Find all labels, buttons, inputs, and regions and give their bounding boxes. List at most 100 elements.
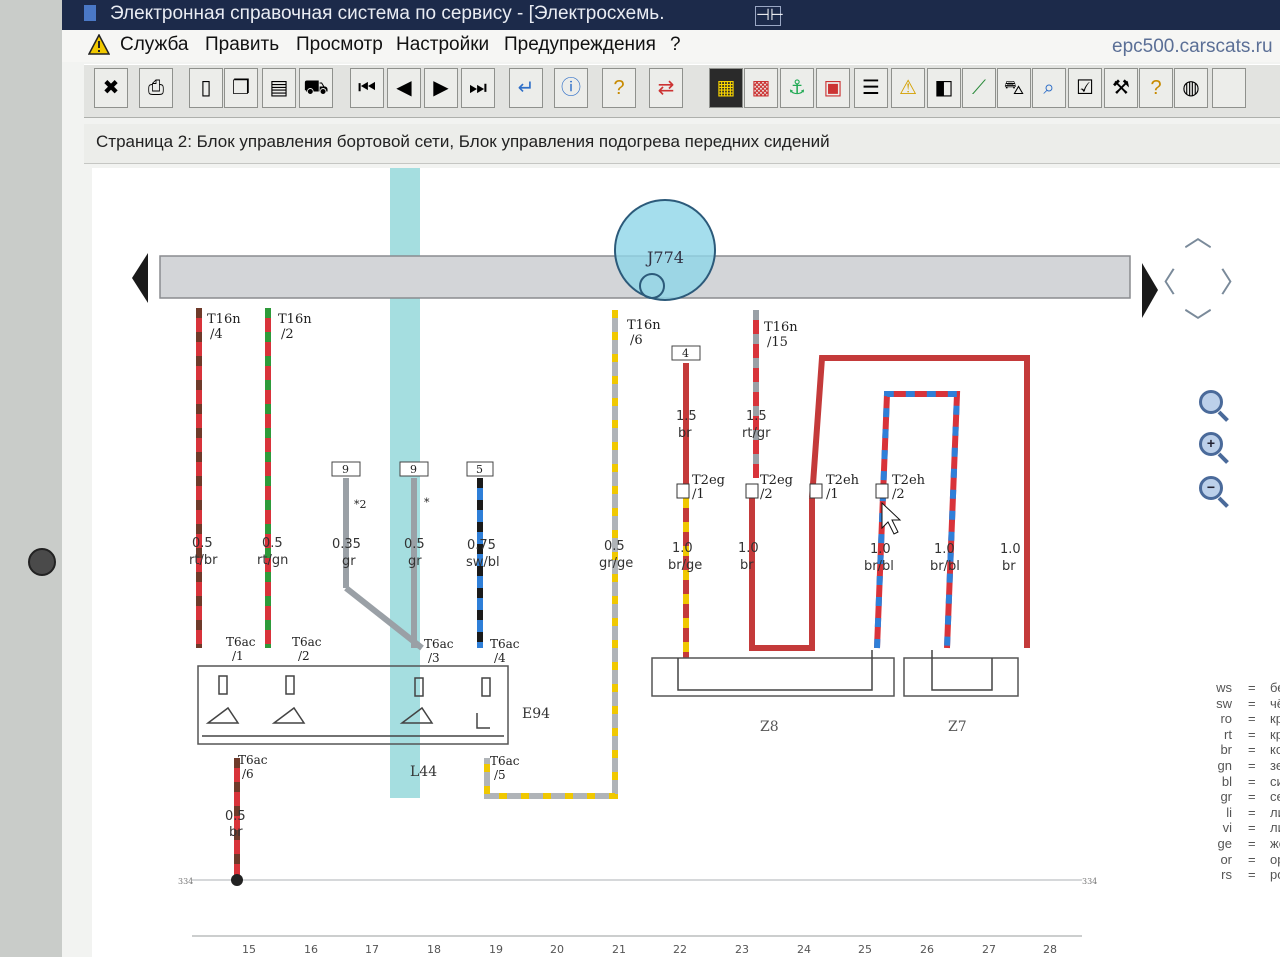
connector-t6ac: T6ac bbox=[490, 637, 520, 651]
track-number: 17 bbox=[365, 943, 379, 956]
swap-icon[interactable]: ⇄ bbox=[649, 68, 683, 108]
scroll-up-icon[interactable]: ︿ bbox=[1183, 221, 1212, 252]
legend-code: br bbox=[1220, 742, 1232, 758]
warning-icon[interactable]: ⚠ bbox=[891, 68, 925, 108]
tools-icon[interactable]: ⚒ bbox=[1104, 68, 1138, 108]
heater-z7-box bbox=[903, 657, 1019, 697]
wire-size-label: 1.5 bbox=[676, 409, 697, 424]
checklist-icon[interactable]: ☑ bbox=[1068, 68, 1102, 108]
heater-z8-box bbox=[651, 657, 895, 697]
vehicle-icon[interactable]: ⛍ bbox=[997, 68, 1031, 108]
warning-triangle-icon bbox=[88, 34, 110, 55]
wire-color-label: br bbox=[229, 825, 243, 840]
ground-icon[interactable]: ⚓ bbox=[780, 68, 814, 108]
wire-color-label: sw/bl bbox=[466, 555, 500, 570]
connector-pin bbox=[676, 483, 690, 499]
terminal-box-number: 4 bbox=[682, 347, 689, 360]
connector-t6ac-bottom-pin: /5 bbox=[494, 768, 506, 782]
fuse-icon[interactable]: ▦ bbox=[709, 68, 743, 108]
legend-equals: = bbox=[1248, 726, 1256, 742]
blank-icon[interactable] bbox=[1212, 68, 1246, 108]
wire-icon[interactable]: ⟋ bbox=[962, 68, 996, 108]
connector-t6ac-pin: /4 bbox=[494, 651, 506, 665]
last-page-icon[interactable]: ⏭ bbox=[461, 68, 495, 108]
scroll-down-icon[interactable]: ﹀ bbox=[1183, 307, 1212, 338]
module-symbol-icon bbox=[639, 273, 665, 299]
terminal-box bbox=[671, 345, 701, 361]
globe-icon[interactable]: ◍ bbox=[1174, 68, 1208, 108]
relay-icon[interactable]: ▩ bbox=[744, 68, 778, 108]
wire-color-label: br bbox=[678, 426, 692, 441]
scroll-left-icon[interactable]: 〈 bbox=[1147, 267, 1176, 298]
component-e94: E94 bbox=[522, 706, 550, 722]
monitor-bezel bbox=[0, 0, 64, 957]
legend-code: or bbox=[1220, 851, 1232, 867]
info-icon[interactable]: ⓘ bbox=[554, 68, 588, 108]
legend-code: ge bbox=[1217, 836, 1232, 851]
documents-icon[interactable]: ❐ bbox=[224, 68, 258, 108]
track-number: 22 bbox=[673, 943, 687, 956]
prev-page-icon[interactable]: ◀ bbox=[387, 68, 421, 108]
menu-warnings[interactable]: Предупреждения bbox=[504, 34, 656, 55]
component-icon[interactable]: ◧ bbox=[927, 68, 961, 108]
connector-t16n-6-pin: /6 bbox=[630, 333, 643, 348]
menu-service[interactable]: Служба bbox=[120, 34, 189, 55]
wire-color-label: rt/br bbox=[189, 553, 218, 568]
clipboard-icon[interactable]: ▤ bbox=[262, 68, 296, 108]
ground-label-right: 334 bbox=[1082, 877, 1097, 886]
question-icon[interactable]: ? bbox=[1139, 68, 1173, 108]
connector-t16n-15: T16n bbox=[764, 320, 798, 335]
connector-t2eg-1: T2eg bbox=[692, 473, 725, 488]
wire-size-label: 0.5 bbox=[192, 536, 213, 551]
legend-code: gr bbox=[1220, 789, 1232, 805]
prev-diagram-arrow[interactable] bbox=[132, 253, 148, 303]
menu-edit[interactable]: Править bbox=[205, 34, 280, 55]
page-title: Страница 2: Блок управления бортовой сет… bbox=[84, 124, 1280, 164]
first-page-icon[interactable]: ⏮ bbox=[350, 68, 384, 108]
next-diagram-arrow[interactable] bbox=[1142, 263, 1158, 318]
track-number: 16 bbox=[304, 943, 318, 956]
component-z7: Z7 bbox=[948, 719, 967, 735]
book-icon[interactable]: ▣ bbox=[816, 68, 850, 108]
track-number: 19 bbox=[489, 943, 503, 956]
connector-t6ac: T6ac bbox=[226, 635, 256, 649]
connector-t16n-4-pin: /4 bbox=[210, 327, 223, 342]
terminal-note: * bbox=[424, 496, 430, 509]
led-diode-icon bbox=[205, 706, 240, 724]
legend-color-name: розовый bbox=[1270, 867, 1280, 883]
scroll-right-icon[interactable]: 〉 bbox=[1219, 267, 1248, 298]
zoom-fit-icon[interactable] bbox=[1199, 390, 1223, 414]
terminal-box-number: 9 bbox=[410, 463, 417, 476]
zoom-in-icon[interactable]: + bbox=[1199, 432, 1223, 456]
legend-code: sw bbox=[1216, 695, 1232, 711]
connector-t2eg-2-pin: /2 bbox=[760, 487, 773, 502]
print-icon[interactable]: ⎙ bbox=[139, 68, 173, 108]
zoom-out-icon[interactable]: − bbox=[1199, 476, 1223, 500]
wire-size-label: 1.0 bbox=[870, 542, 891, 557]
legend-equals: = bbox=[1248, 758, 1256, 773]
legend-code: ws bbox=[1216, 680, 1232, 695]
search-icon[interactable]: ⌕ bbox=[1032, 68, 1066, 108]
menu-help[interactable]: ? bbox=[670, 34, 681, 55]
led-diode-icon bbox=[271, 706, 306, 724]
track-number: 26 bbox=[920, 943, 934, 956]
pin-window-icon[interactable]: ⊣⊢ bbox=[755, 6, 784, 26]
list-icon[interactable]: ☰ bbox=[854, 68, 888, 108]
return-icon[interactable]: ↵ bbox=[509, 68, 543, 108]
next-page-icon[interactable]: ▶ bbox=[424, 68, 458, 108]
legend-code: rs bbox=[1221, 867, 1232, 883]
wire-color-label: gr bbox=[342, 554, 356, 569]
wire-size-label: 1.0 bbox=[934, 542, 955, 557]
menu-view[interactable]: Просмотр bbox=[296, 34, 383, 55]
new-page-icon[interactable]: ▯ bbox=[189, 68, 223, 108]
wiring-diagram: J774 T16n /4 T16n /2 T16n /6 T16n /15 9 … bbox=[132, 168, 1158, 956]
car-icon[interactable]: ⛟ bbox=[299, 68, 333, 108]
connector-t16n-2: T16n bbox=[278, 312, 312, 327]
help-icon[interactable]: ? bbox=[602, 68, 636, 108]
wire-gr-ge bbox=[484, 310, 618, 799]
app-icon bbox=[84, 5, 96, 21]
close-app-icon[interactable]: ✖ bbox=[94, 68, 128, 108]
track-number: 27 bbox=[982, 943, 996, 956]
menu-settings[interactable]: Настройки bbox=[396, 34, 490, 55]
track-numbers: 15 16 17 18 19 20 21 22 23 24 25 26 27 2… bbox=[242, 943, 1057, 956]
